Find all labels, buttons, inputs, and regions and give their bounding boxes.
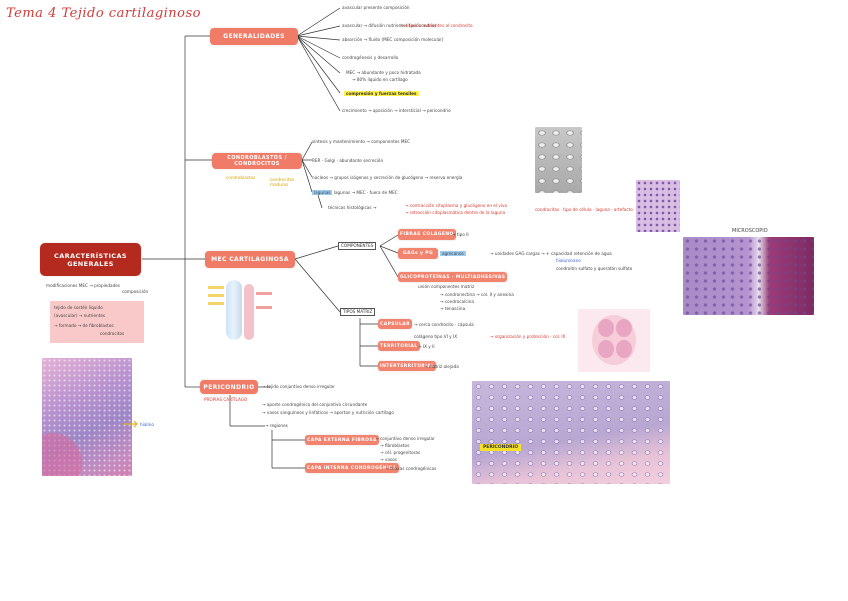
condro-red-1: → contracción citoplasma y glucógeno en … [405,203,508,208]
condro-red-2: → retracción citoplasmática dentro de la… [405,210,506,215]
glico-note-4: → tenascina [440,306,466,311]
generalidades-item-1: avascular presente composición [342,5,410,10]
node-glicoproteinas: GLICOPROTEÍNAS · MULTIADHESIVAS [398,272,508,282]
territorial-note: → IX y II [418,344,435,349]
main-node-label-1: CARACTERÍSTICAS [54,251,127,260]
capa-fibrosa-note-1: → conjuntivo denso irregular [375,436,435,441]
node-interterritorial: INTERTERRITORIAL [378,361,437,371]
condro-item-5: técnicas histológicas → [328,205,377,210]
fibras-note: → tipo II [452,232,469,237]
generalidades-item-8: crecimiento → aposición → intersticial →… [342,108,451,113]
pericondrio-item-2: → aporte condrogénico del conjuntivo cir… [262,402,368,407]
main-box-line-3: → formado → de fibroblastos [54,323,114,328]
condro-red-right: condrocitos · tipo de célula · laguna · … [535,207,633,212]
page-title: Tema 4 Tejido cartilaginoso [6,6,202,21]
generalidades-red-note: → difusión nutrientes al condrocito [400,23,473,28]
pericondrio-red-sub: PROPIAS CARTÍLAGO [204,397,248,402]
pericondrio-item-4: → regiones [265,423,288,428]
capsular-note: → cerca condrocito · cápsula [414,322,474,327]
condro-item-2: RER · Golgi · abundante secreción [312,158,384,163]
node-capa-fibrosa: CAPA EXTERNA FIBROSA [305,435,379,445]
arrow-icon [124,420,138,428]
main-note: modificaciones MEC → propiedades [46,283,120,288]
pericondrio-item-3: → vasos sanguíneos y linfáticos → aporta… [262,410,394,415]
label-pericondrio-micro: PERICONDRIO [480,444,522,451]
main-node-label-2: GENERALES [67,259,114,268]
condro-item-1: síntesis y mantenimiento → componentes M… [312,139,411,144]
micrograph-cartilage-section [683,237,814,315]
micrograph-label-top: MICROSCOPIO [732,228,768,234]
generalidades-item-4: condrogénesis y desarrollo [342,55,399,60]
node-fibras-colageno: FIBRAS COLÁGENO [398,229,456,240]
main-box-line-1: tejido de sostén líquido [54,305,103,310]
agrecano-label: agrecanos [440,251,466,256]
mec-cylinder-illustration [208,276,278,344]
capa-fibrosa-note-2: → fibroblastos [380,443,410,448]
main-box-line-2: (avascular) → nutrientes [54,313,106,318]
generalidades-item-6: → 80% líquido en cartílago [352,77,408,82]
pericondrio-item-1: → tejido conjuntivo denso irregular [262,384,335,389]
main-box-line-4: condrocitos [100,331,125,336]
capsular-red: → organización y protección · col. IX [490,334,566,339]
node-capsular: CAPSULAR [378,319,412,329]
capa-fibrosa-note-4: → vasos [380,457,397,462]
micrograph-label-hialino: hialino [140,422,154,427]
condro-item-3: núcleos → grupos isógenos y secreción de… [312,175,463,180]
micrograph-lagunas [636,180,680,232]
glico-note-2: → condronectina → col. II y anexina [440,292,514,297]
node-territorial: TERRITORIAL [378,341,420,351]
node-condroblastos: CONDROBLASTOS / CONDROCITOS [212,153,302,169]
illustration-grupo-isogeno [578,309,650,372]
micrograph-condrocitos [535,127,582,193]
glico-note-3: → condrocalcina [440,299,474,304]
condro-yellow-right: condrocitos maduros [270,177,295,187]
generalidades-highlight: compresión y fuerzas tensiles [344,91,419,96]
condro-yellow-left: condroblastos [226,175,256,180]
gags-note-3: condroitín sulfato y queratán sulfato [556,266,633,271]
tag-componentes: COMPONENTES [338,242,377,250]
micrograph-hyaline-cartilage [42,358,132,476]
tag-tipos-matriz: TIPOS MATRIZ [340,308,376,316]
capa-condro-note: → células condrogénicas [385,466,437,471]
main-node-caracteristicas: CARACTERÍSTICAS GENERALES [40,243,141,276]
capsular-note-2: colágeno tipo VI y IX [414,334,458,339]
capa-fibrosa-note-3: → cél. progenitoras [380,450,421,455]
node-generalidades: GENERALIDADES [210,28,298,45]
node-pericondrio: PERICONDRIO [200,380,258,394]
main-note-b: composición [122,289,149,294]
node-capa-condrogenica: CAPA INTERNA CONDROGÉNICA [305,463,399,473]
generalidades-item-3: absorción → fluido (MEC composición mole… [342,37,444,42]
condro-item-4: lagunas lagunas → MEC · fuera de MEC [312,190,398,195]
micrograph-pericondrio [472,381,670,484]
gags-note: → unidades GAG cargas → + capacidad rete… [490,251,612,256]
generalidades-item-5: MEC → abundante y poco hidratada [346,70,421,75]
main-summary-box: tejido de sostén líquido (avascular) → n… [50,301,144,343]
generalidades-item-2: avascular → difusión nutrientes (pericon… [342,23,437,28]
node-gags: GAGs y PG [398,248,438,259]
inter-note: → matriz alejada [424,364,459,369]
gags-note-2: hialuronano [556,258,581,263]
glico-note-1: unión componentes matriz [418,284,475,289]
node-mec-cartilaginosa: MEC CARTILAGINOSA [205,251,295,268]
